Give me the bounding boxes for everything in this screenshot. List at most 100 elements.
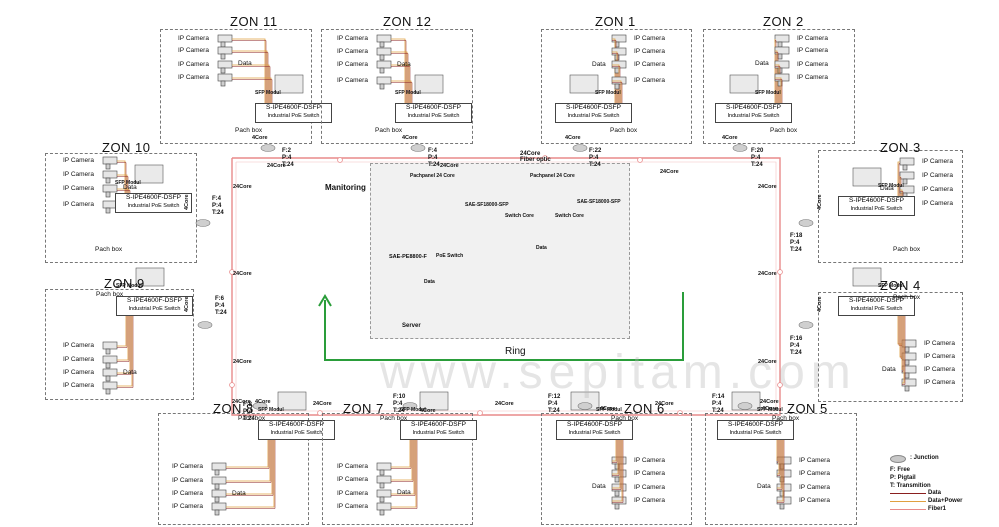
zone-box-z9: [45, 289, 194, 400]
ip-camera-label: IP Camera: [922, 186, 953, 193]
pach-box-label: Pach box: [772, 415, 800, 422]
junction-icon: [572, 144, 588, 152]
ring-core-label: 24Core: [267, 163, 286, 169]
ip-camera-label: IP Camera: [634, 77, 665, 84]
zone-title: ZON 3: [880, 140, 921, 155]
pach-box-label: Pach box: [770, 127, 798, 134]
pach-box-label: Pach box: [893, 294, 921, 301]
data-power-wire: [391, 38, 406, 103]
data-power-wire: [226, 420, 271, 482]
camera-mount-icon: [105, 191, 111, 198]
fpt-label: F:6: [215, 296, 224, 302]
camera-mount-icon: [379, 83, 385, 90]
zone-title: ZON 6: [624, 401, 665, 416]
data-power-wire: [391, 420, 415, 495]
ip-camera-label: IP Camera: [63, 171, 94, 178]
data-power-wire: [391, 80, 412, 103]
pach-box: [135, 267, 165, 287]
data-wire: [391, 420, 418, 509]
data-label: Data: [755, 60, 769, 67]
data-power-wire: [117, 160, 126, 193]
monitor-data-label-1: Data: [536, 245, 547, 251]
switch-model: S-IPE4600F-DSFP: [726, 104, 781, 111]
ip-camera-label: IP Camera: [799, 457, 830, 464]
ip-camera-label: IP Camera: [799, 484, 830, 491]
ip-camera-label: IP Camera: [634, 484, 665, 491]
camera-mount-icon: [379, 509, 385, 516]
legend-transmition: T: Transmition: [890, 483, 931, 489]
splice-icon: [637, 157, 643, 163]
monitoring-room: [370, 163, 630, 339]
camera-mount-icon: [105, 388, 111, 395]
core-label: 4Core: [762, 406, 778, 412]
camera-mount-icon: [220, 80, 226, 87]
fpt-label: T:24: [751, 162, 763, 168]
camera-mount-icon: [105, 375, 111, 382]
data-power-wire: [117, 296, 131, 374]
splice-icon: [337, 157, 343, 163]
switch-model: S-IPE4600F-DSFP: [406, 104, 461, 111]
fpt-label: F:4: [428, 148, 437, 154]
junction-icon: [732, 144, 748, 152]
sfp-module-label: SFP Modul: [878, 183, 904, 189]
core-label: 4Core: [420, 408, 436, 414]
core-label: 4Core: [565, 135, 581, 141]
ip-camera-label: IP Camera: [172, 463, 203, 470]
fpt-label: P:4: [712, 401, 722, 407]
camera-mount-icon: [214, 496, 220, 503]
camera-mount-icon: [902, 178, 908, 185]
fpt-label: T:24: [215, 310, 227, 316]
data-power-wire: [117, 296, 133, 387]
switch-subtitle: Industrial PoE Switch: [270, 430, 323, 436]
ip-camera-label: IP Camera: [924, 353, 955, 360]
switch-core-1-label: Switch Core: [505, 213, 534, 219]
data-power-wire: [897, 161, 900, 196]
zone-box-z5: [705, 413, 857, 525]
fpt-label: P:4: [243, 409, 253, 415]
ip-camera-label: IP Camera: [337, 490, 368, 497]
zone-box-z10: [45, 153, 197, 263]
pach-box: [419, 391, 449, 411]
zone-box-z1: [541, 29, 692, 144]
ring-core-label: 24Core: [233, 271, 252, 277]
switch-model: S-IPE4600F-DSFP: [849, 297, 904, 304]
sfp-module-label: SFP Modul: [878, 283, 904, 289]
ip-camera-label: IP Camera: [799, 470, 830, 477]
fpt-label: P:4: [751, 155, 761, 161]
ring-core-label: 24Core: [758, 359, 777, 365]
zone-box-z3: [818, 150, 963, 263]
ip-camera-label: IP Camera: [337, 463, 368, 470]
server-label: Server: [402, 323, 421, 329]
ip-camera-label: IP Camera: [63, 356, 94, 363]
data-wire: [232, 66, 271, 103]
switch-model: S-IPE4600F-DSFP: [567, 421, 622, 428]
zone-box-z7: [322, 413, 473, 525]
splice-icon: [229, 382, 235, 388]
ip-camera-label: IP Camera: [634, 61, 665, 68]
zone-box-z8: [158, 413, 309, 525]
data-wire: [226, 420, 272, 483]
ip-camera-label: IP Camera: [924, 379, 955, 386]
switch-subtitle: Industrial PoE Switch: [729, 430, 782, 436]
legend-pigtail: P: Pigtail: [890, 475, 916, 481]
data-wire: [391, 53, 409, 103]
ring-core-label: 24Core: [760, 399, 779, 405]
poe-model-label: SAE-PE8800-F: [389, 254, 427, 260]
data-power-wire: [612, 420, 621, 489]
core-label: 4Core: [600, 406, 616, 412]
pach-box: [729, 74, 759, 94]
junction-icon: [410, 144, 426, 152]
data-power-wire: [232, 50, 268, 103]
ip-camera-label: IP Camera: [63, 342, 94, 349]
legend-data-power: Data+Power: [928, 498, 963, 504]
data-wire: [391, 66, 411, 103]
junction-icon: [890, 455, 906, 463]
switch-model: S-IPE4600F-DSFP: [849, 197, 904, 204]
data-label: Data: [123, 369, 137, 376]
switch-subtitle: Industrial PoE Switch: [412, 430, 465, 436]
data-power-wire: [612, 80, 622, 103]
zone-box-z11: [160, 29, 312, 144]
